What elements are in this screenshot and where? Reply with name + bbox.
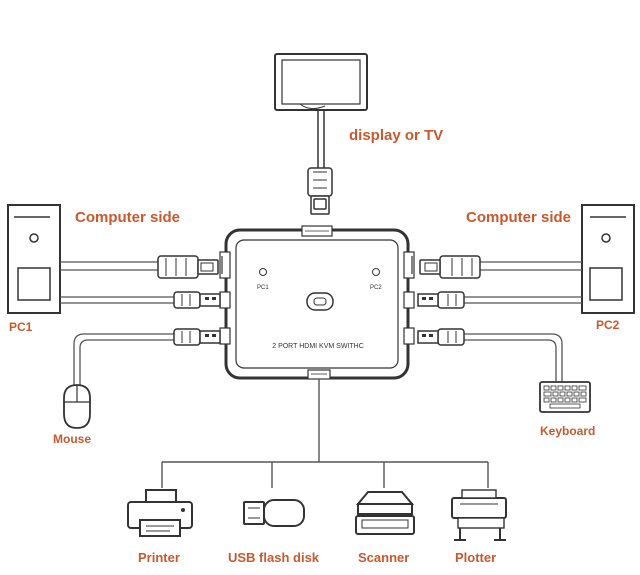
hdmi-plug-right-icon [419, 255, 481, 279]
usb-plug-right-upper-icon [417, 291, 465, 309]
switch-title-label: 2 PORT HDMI KVM SWITHC [272, 343, 364, 350]
switch-pc1-label: PC1 [257, 285, 269, 291]
mouse-cable [73, 333, 176, 385]
usb-plug-right-lower-icon [417, 328, 465, 346]
display-label: display or TV [349, 127, 443, 144]
hdmi-plug-left-icon [157, 255, 219, 279]
switch-pc2-label: PC2 [370, 285, 382, 291]
pc1-cables [60, 261, 176, 304]
pc2-label: PC2 [596, 318, 620, 332]
left-side-ports [219, 251, 231, 345]
mouse-icon [63, 384, 91, 429]
keyboard-cable [462, 333, 563, 382]
computer-side-left-label: Computer side [75, 209, 180, 226]
peripheral-tree-lines [161, 379, 489, 488]
scanner-icon [355, 491, 415, 535]
usb-plug-left-upper-icon [173, 291, 221, 309]
keyboard-icon [539, 381, 591, 413]
keyboard-label: Keyboard [540, 424, 595, 438]
mouse-label: Mouse [53, 432, 91, 446]
right-side-ports [403, 251, 415, 345]
hdmi-plug-top-icon [307, 167, 333, 215]
display-icon [274, 53, 368, 170]
printer-label: Printer [138, 550, 180, 565]
scanner-label: Scanner [358, 550, 409, 565]
printer-icon [127, 489, 193, 537]
plotter-label: Plotter [455, 550, 496, 565]
pc2-cables [462, 261, 582, 304]
usb-plug-left-lower-icon [173, 328, 221, 346]
usb-flash-disk-icon [243, 499, 305, 527]
pc1-tower-icon [7, 204, 61, 314]
computer-side-right-label: Computer side [466, 209, 571, 226]
pc1-label: PC1 [9, 320, 33, 334]
plotter-icon [451, 489, 507, 541]
usb-flash-disk-label: USB flash disk [228, 550, 320, 565]
pc2-tower-icon [581, 204, 635, 314]
kvm-switch-box [224, 225, 410, 380]
